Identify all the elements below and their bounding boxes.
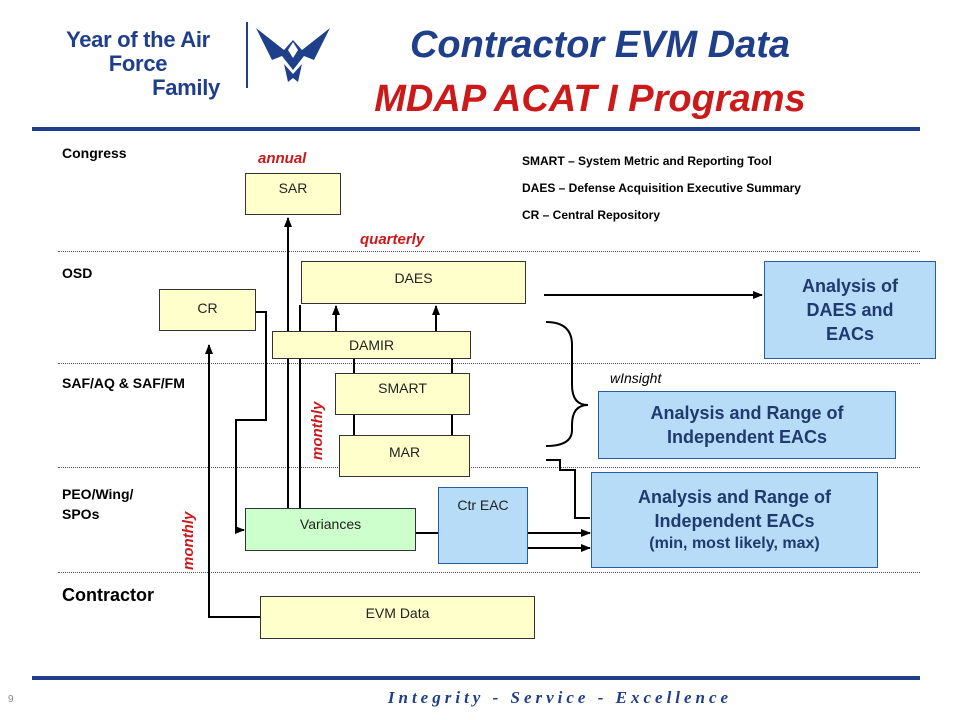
mar-node: MAR: [339, 435, 470, 477]
logo-divider: [246, 22, 248, 88]
analysis-contractor-line-2: Independent EACs: [654, 511, 815, 531]
year-of-air-force-family-logo: Year of the Air Force Family: [38, 28, 238, 100]
variances-node: Variances: [245, 508, 416, 551]
analysis-daes-line-1: Analysis of: [801, 276, 899, 296]
analysis-daes-eacs-box: Analysis of DAES and EACs: [764, 261, 936, 359]
row-divider-saf-peo: [58, 467, 920, 468]
daes-node: DAES: [301, 261, 526, 304]
legend-smart: SMART – System Metric and Reporting Tool: [522, 154, 772, 168]
freq-quarterly: quarterly: [360, 231, 425, 248]
ctr-eac-node: Ctr EAC: [438, 487, 528, 564]
row-label-peo-line-2: SPOs: [62, 506, 100, 522]
row-label-peo: PEO/Wing/ SPOs: [62, 484, 133, 524]
evm-to-cr-line: [205, 344, 260, 618]
row-divider-osd-saf: [58, 363, 920, 364]
analysis-contractor-line-3: (min, most likely, max): [649, 535, 820, 552]
analysis-range-line-1: Analysis and Range of: [650, 403, 844, 423]
sar-node: SAR: [245, 173, 341, 215]
freq-annual: annual: [258, 150, 307, 167]
title-line-2: MDAP ACAT I Programs: [374, 78, 806, 120]
row-divider-peo-contractor: [58, 572, 920, 573]
row-divider-congress-osd: [58, 251, 920, 252]
analysis-range-line-2: Independent EACs: [666, 427, 827, 447]
freq-monthly-left: monthly: [180, 511, 197, 570]
freq-monthly-center: monthly: [309, 401, 326, 460]
footer-rule: [32, 676, 920, 680]
legend-daes: DAES – Defense Acquisition Executive Sum…: [522, 181, 801, 195]
row-label-contractor: Contractor: [62, 585, 155, 605]
evm-data-node: EVM Data: [260, 596, 535, 639]
logo-line-1: Year of the Air Force: [66, 27, 210, 76]
header-rule: [32, 127, 920, 131]
air-force-wings-icon: [256, 28, 330, 82]
page-number: 9: [8, 694, 14, 705]
cr-node: CR: [159, 289, 256, 331]
row-label-saf: SAF/AQ & SAF/FM: [62, 375, 185, 391]
analysis-contractor-range-box: Analysis and Range of Independent EACs (…: [591, 472, 878, 568]
logo-line-2: Family: [152, 75, 220, 100]
winsight-label: wInsight: [610, 370, 662, 386]
title-line-1: Contractor EVM Data: [409, 24, 791, 66]
row-label-osd: OSD: [62, 265, 93, 281]
curly-brace-icon: [545, 321, 589, 447]
cr-to-variances-line: [235, 311, 267, 534]
smart-node: SMART: [335, 373, 470, 415]
row-label-congress: Congress: [62, 145, 127, 161]
row-label-peo-line-1: PEO/Wing/: [62, 486, 134, 502]
legend-cr: CR – Central Repository: [522, 208, 661, 222]
analysis-contractor-line-1: Analysis and Range of: [637, 487, 832, 507]
damir-node: DAMIR: [272, 331, 471, 359]
analysis-range-box: Analysis and Range of Independent EACs: [598, 391, 896, 459]
analysis-daes-line-2: DAES and: [806, 300, 894, 320]
analysis-daes-line-3: EACs: [825, 324, 874, 344]
footer-motto: Integrity - Service - Excellence: [387, 688, 733, 707]
